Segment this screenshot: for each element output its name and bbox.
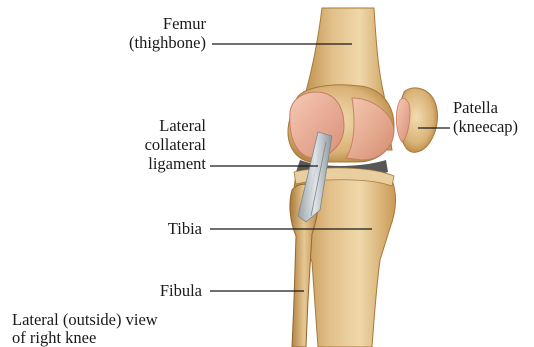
caption: Lateral (outside) view of right knee — [12, 311, 158, 347]
label-fibula: Fibula — [160, 281, 202, 300]
label-lateral-collateral-ligament: Lateral collateral ligament — [145, 116, 206, 173]
patella-bone — [396, 88, 437, 152]
label-femur: Femur (thighbone) — [129, 14, 206, 52]
femur-bone — [288, 8, 394, 162]
label-patella: Patella (kneecap) — [453, 98, 518, 136]
label-tibia: Tibia — [168, 219, 202, 238]
